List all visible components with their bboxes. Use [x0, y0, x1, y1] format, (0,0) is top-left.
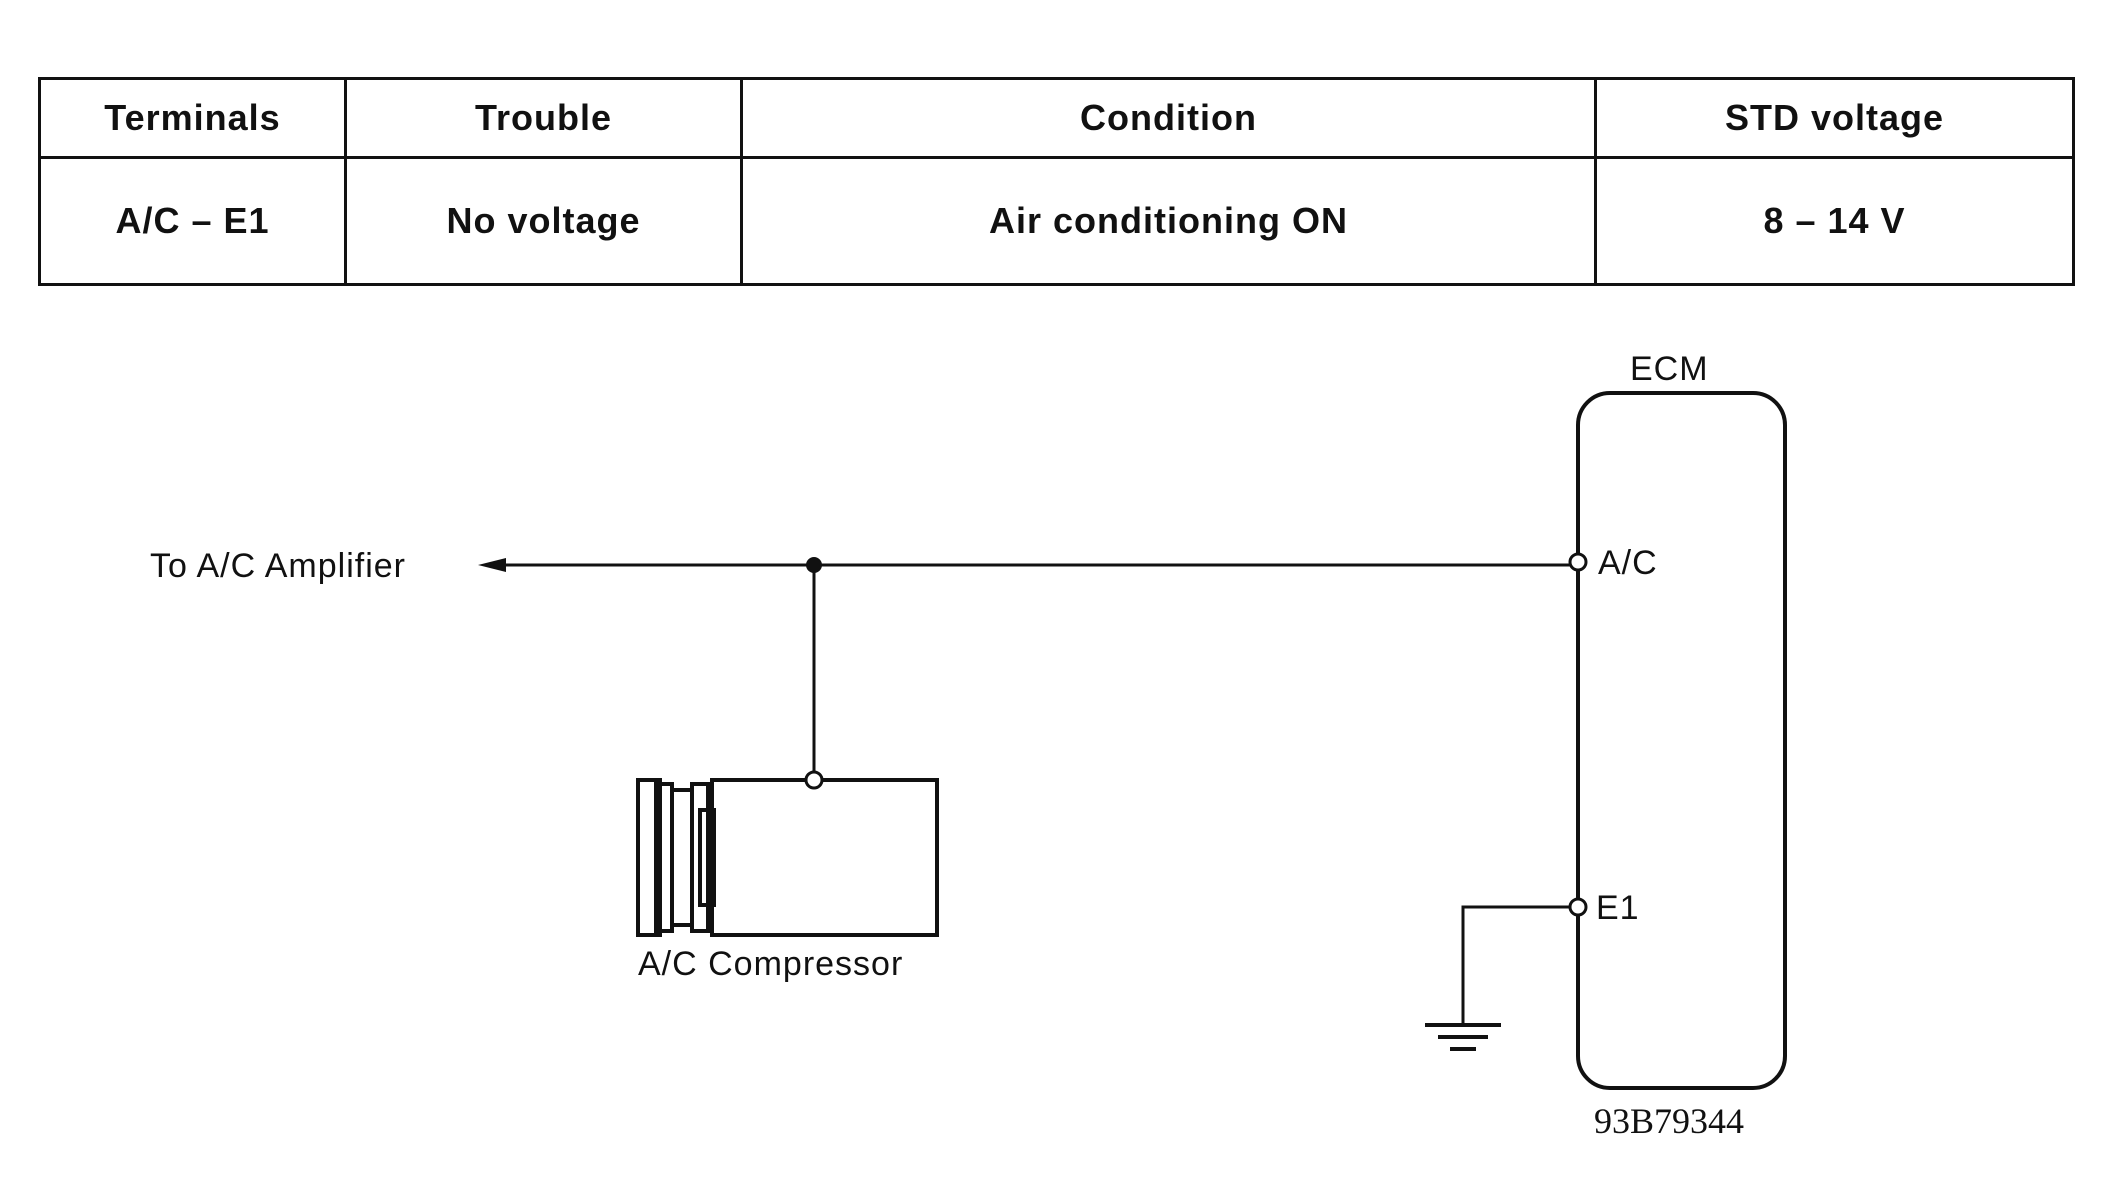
terminal-ac-label: A/C	[1598, 544, 1658, 582]
cell-trouble: No voltage	[344, 156, 743, 286]
figure-code: 93B79344	[1594, 1101, 1744, 1141]
terminal-e1-dot	[1568, 897, 1588, 917]
header-condition: Condition	[740, 77, 1597, 159]
compressor-icon	[636, 778, 939, 937]
ecm-label: ECM	[1630, 350, 1709, 388]
cell-std-voltage: 8 – 14 V	[1594, 156, 2075, 286]
cell-condition: Air conditioning ON	[740, 156, 1597, 286]
cell-terminals: A/C – E1	[38, 156, 347, 286]
amplifier-label: To A/C Amplifier	[150, 547, 406, 585]
compressor-label: A/C Compressor	[638, 945, 903, 983]
ground-wire	[1461, 905, 1570, 1023]
compressor-terminal-dot	[804, 770, 824, 790]
ecm-box	[1576, 391, 1787, 1090]
terminal-ac-dot	[1568, 552, 1588, 572]
table-header-row: Terminals Trouble Condition STD voltage	[38, 77, 2075, 159]
ground-icon	[1425, 1023, 1501, 1051]
arrow-left-icon	[478, 558, 506, 572]
header-std-voltage: STD voltage	[1594, 77, 2075, 159]
terminal-e1-label: E1	[1596, 889, 1640, 927]
table-row: A/C – E1 No voltage Air conditioning ON …	[38, 156, 2075, 286]
spec-table: Terminals Trouble Condition STD voltage …	[38, 77, 2075, 286]
header-trouble: Trouble	[344, 77, 743, 159]
header-terminals: Terminals	[38, 77, 347, 159]
